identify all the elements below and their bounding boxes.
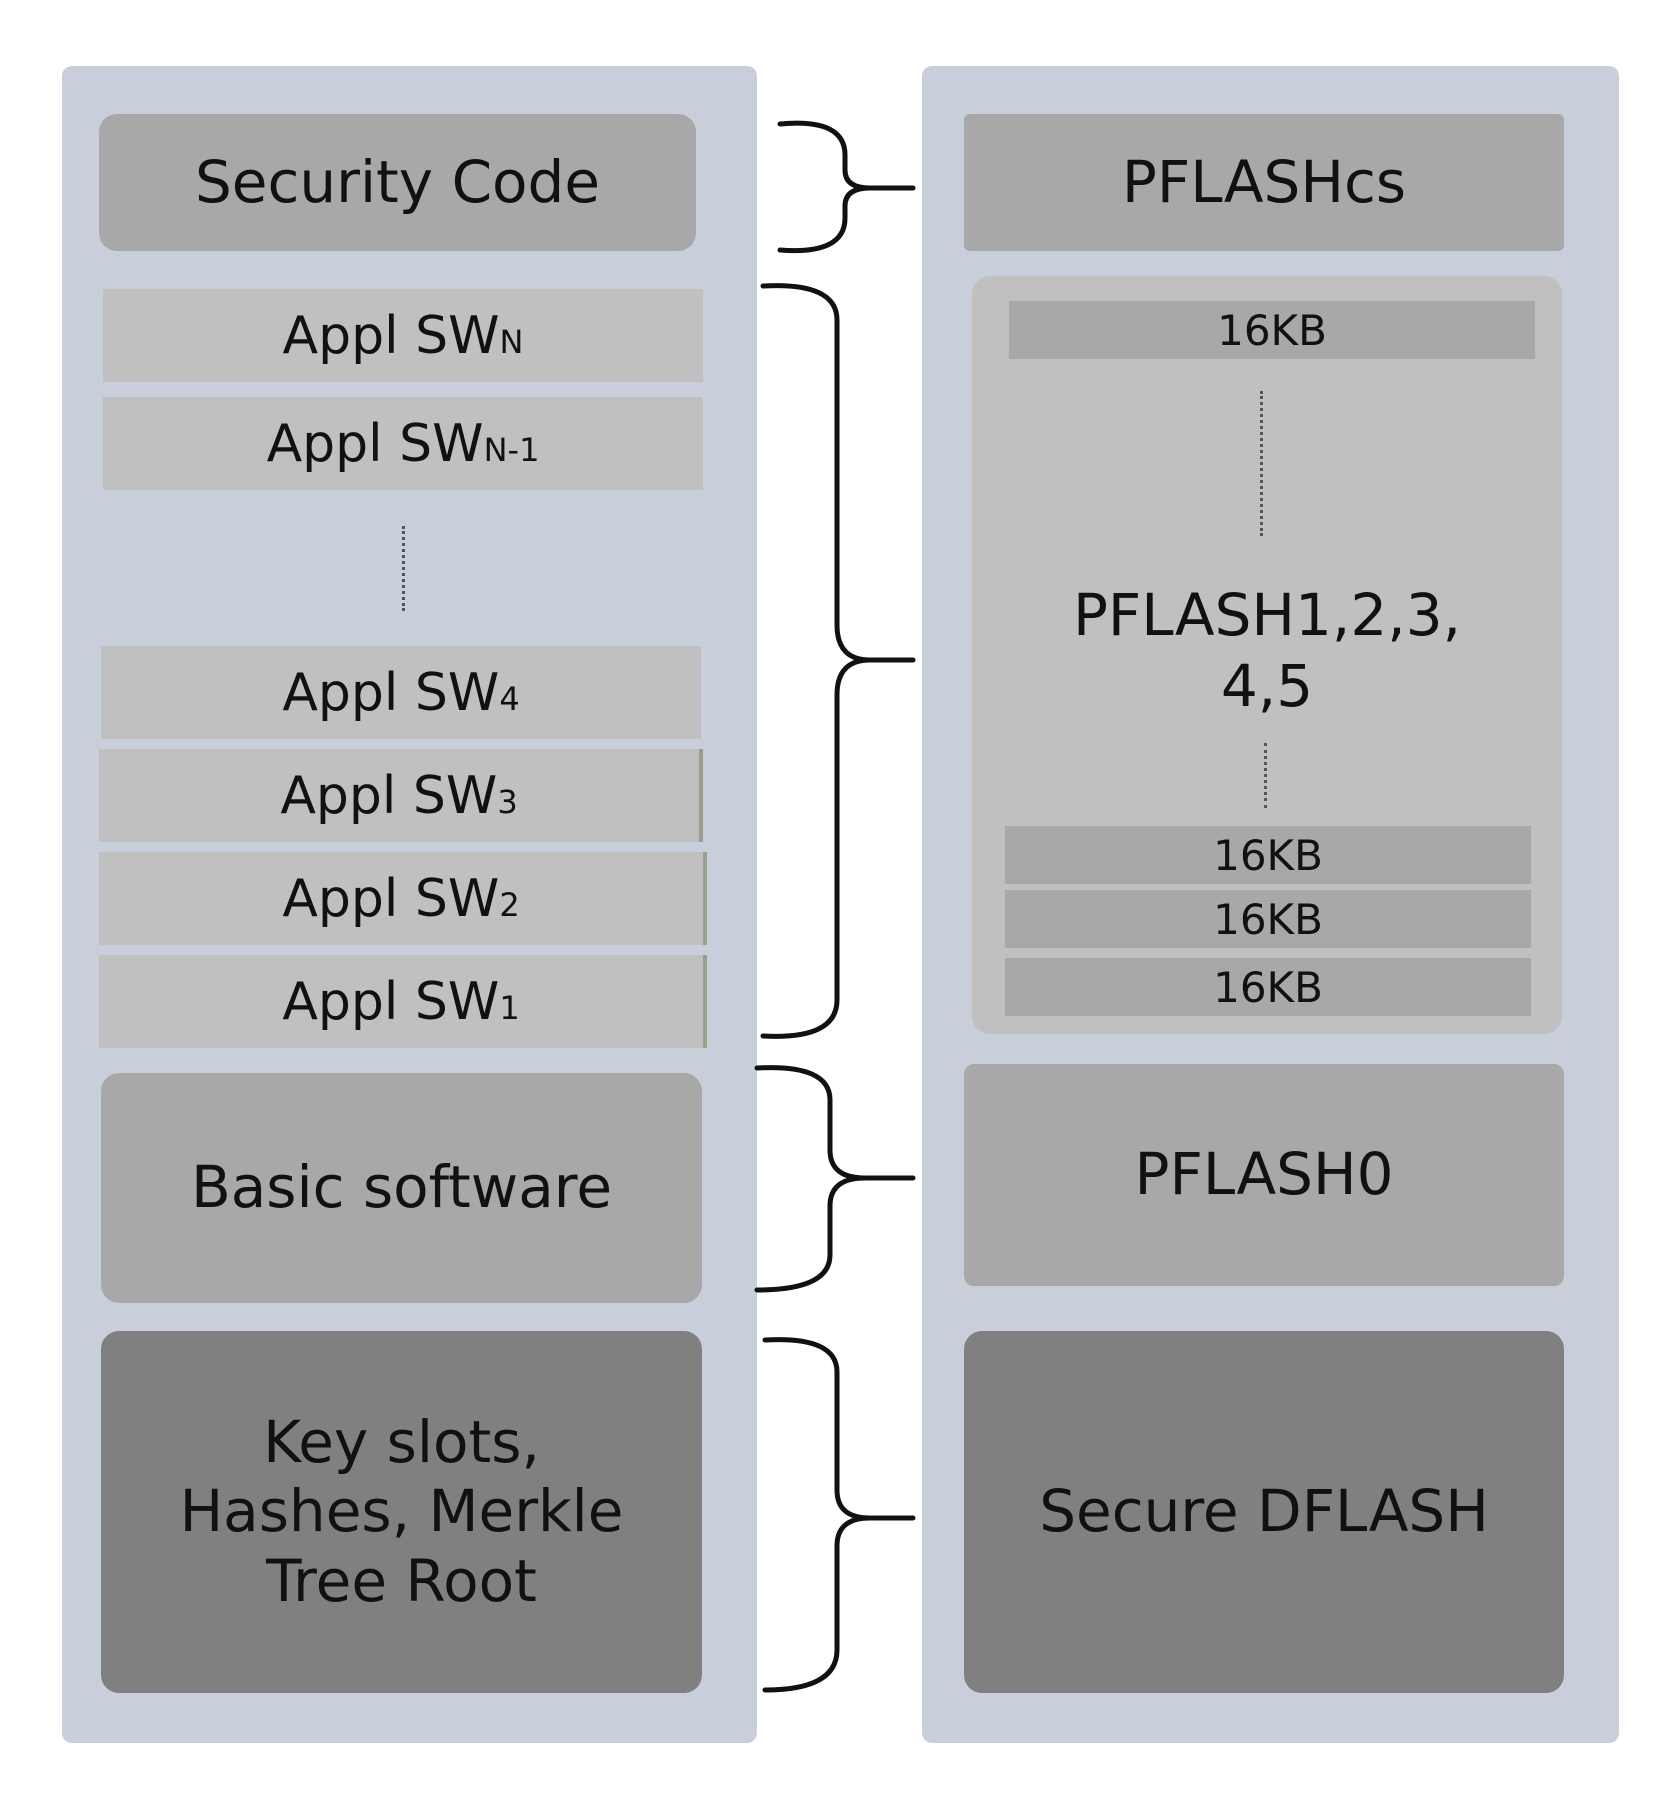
key-slots-block: Key slots, Hashes, Merkle Tree Root <box>101 1331 702 1693</box>
sector-block: 16KB <box>1005 826 1531 884</box>
pflashcs-label: PFLASHcs <box>1121 147 1407 216</box>
pflash-group-line: PFLASH1,2,3, <box>1072 581 1462 650</box>
pflash-group-line: 4,5 <box>1220 652 1314 720</box>
secure-dflash-block: Secure DFLASH <box>964 1331 1564 1693</box>
sector-block: 16KB <box>1005 890 1531 948</box>
appl-sw-block: Appl SW1 <box>99 955 707 1048</box>
pflash-group-title: PFLASH1,2,3, 4,5 <box>972 581 1562 721</box>
appl-sw-block: Appl SW3 <box>99 749 703 842</box>
software-column: Security Code Appl SWN Appl SWN-1 Appl S… <box>62 66 757 1743</box>
appl-sw-label: Appl SW3 <box>280 765 518 826</box>
appl-sw-block: Appl SWN-1 <box>103 397 703 490</box>
appl-sw-label: Appl SW1 <box>282 971 520 1032</box>
pflashcs-block: PFLASHcs <box>964 114 1564 251</box>
appl-sw-block: Appl SW4 <box>101 646 701 739</box>
brace-security-code <box>777 120 916 254</box>
appl-sw-label: Appl SW2 <box>282 868 520 929</box>
basic-software-block: Basic software <box>101 1073 702 1303</box>
key-slots-line: Hashes, Merkle <box>179 1477 624 1546</box>
appl-sw-label: Appl SWN <box>282 305 524 366</box>
ellipsis-line <box>1264 743 1267 808</box>
sector-label: 16KB <box>1213 830 1323 880</box>
pflash0-block: PFLASH0 <box>964 1064 1564 1286</box>
flash-column: PFLASHcs 16KB PFLASH1,2,3, 4,5 16KB 16KB… <box>922 66 1619 1743</box>
ellipsis-line <box>402 526 405 611</box>
brace-key-slots <box>762 1337 916 1693</box>
sector-label: 16KB <box>1217 305 1327 355</box>
appl-sw-block: Appl SW2 <box>99 852 707 945</box>
sector-block: 16KB <box>1009 301 1535 359</box>
security-code-label: Security Code <box>194 147 601 216</box>
appl-sw-label: Appl SW4 <box>282 662 520 723</box>
ellipsis-line <box>1260 391 1263 536</box>
pflash-group-block: 16KB PFLASH1,2,3, 4,5 16KB 16KB 16KB <box>972 276 1562 1034</box>
pflash0-label: PFLASH0 <box>1134 1140 1394 1209</box>
sector-block: 16KB <box>1005 958 1531 1016</box>
security-code-block: Security Code <box>99 114 696 251</box>
key-slots-line: Tree Root <box>266 1546 537 1615</box>
appl-sw-block: Appl SWN <box>103 289 703 382</box>
brace-basic-software <box>754 1065 916 1293</box>
key-slots-line: Key slots, <box>263 1407 540 1476</box>
sector-label: 16KB <box>1213 894 1323 944</box>
brace-appl-sw <box>760 283 916 1039</box>
appl-sw-label: Appl SWN-1 <box>266 413 540 474</box>
basic-software-label: Basic software <box>190 1153 613 1222</box>
sector-label: 16KB <box>1213 962 1323 1012</box>
secure-dflash-label: Secure DFLASH <box>1039 1477 1489 1546</box>
